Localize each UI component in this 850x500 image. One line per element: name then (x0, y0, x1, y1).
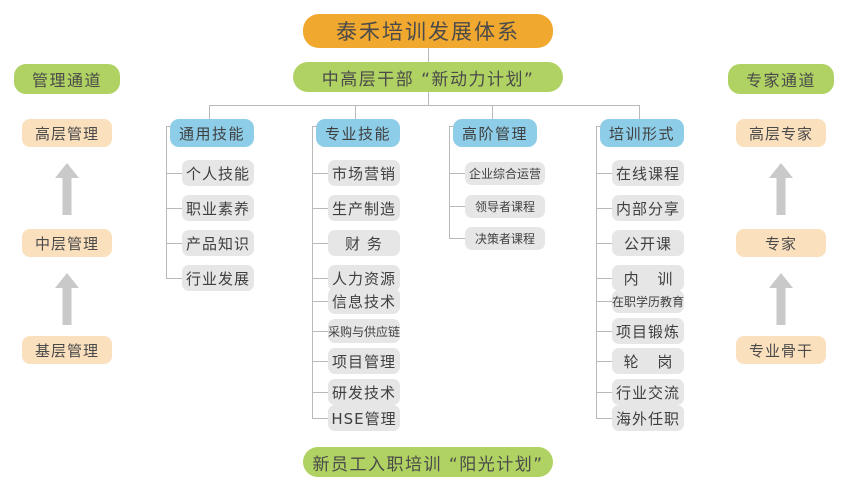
connector-program-down (428, 92, 429, 105)
leaf-item[interactable]: 研发技术 (328, 379, 400, 405)
connector-col3-head-stub (596, 126, 601, 127)
connector-col1-item-8 (312, 418, 328, 419)
connector-title-to-program (428, 48, 429, 62)
connector-col1-item-2 (312, 243, 328, 244)
leaf-item[interactable]: 市场营销 (328, 160, 400, 186)
leaf-item[interactable]: 轮 岗 (612, 348, 684, 374)
connector-col0-item-1 (166, 208, 182, 209)
leaf-item[interactable]: 行业发展 (182, 265, 254, 291)
column-head-2[interactable]: 高阶管理 (453, 119, 537, 147)
leaf-item[interactable]: 职业素养 (182, 195, 254, 221)
connector-bus-to-col1 (209, 105, 210, 119)
connector-col0-item-0 (166, 173, 182, 174)
leaf-item[interactable]: 项目管理 (328, 348, 400, 374)
connector-col2-trunk (449, 126, 450, 238)
bottom-banner: 新员工入职培训 “阳光计划” (303, 447, 553, 477)
left-channel-head: 管理通道 (14, 64, 120, 94)
leaf-item[interactable]: 产品知识 (182, 230, 254, 256)
column-head-0[interactable]: 通用技能 (170, 119, 254, 147)
right-channel-level-0: 高层专家 (736, 119, 826, 147)
leaf-item[interactable]: 财 务 (328, 230, 400, 256)
column-head-3[interactable]: 培训形式 (600, 119, 684, 147)
connector-col3-item-6 (596, 361, 612, 362)
connector-bus-to-col3 (492, 105, 493, 119)
leaf-item[interactable]: 信息技术 (328, 288, 400, 314)
left-channel-level-1: 中层管理 (22, 229, 112, 257)
connector-col3-item-1 (596, 208, 612, 209)
connector-col1-item-4 (312, 301, 328, 302)
connector-col1-item-3 (312, 278, 328, 279)
connector-col2-item-1 (449, 206, 465, 207)
title-banner: 泰禾培训发展体系 (303, 14, 553, 48)
leaf-item[interactable]: 在职学历教育 (612, 290, 684, 313)
connector-col0-trunk (166, 126, 167, 278)
leaf-item[interactable]: 决策者课程 (465, 227, 545, 250)
connector-col3-item-4 (596, 301, 612, 302)
connector-col3-trunk (596, 126, 597, 418)
connector-col1-item-1 (312, 208, 328, 209)
leaf-item[interactable]: 个人技能 (182, 160, 254, 186)
connector-col2-item-2 (449, 238, 465, 239)
connector-col2-head-stub (449, 126, 454, 127)
connector-main-bus (209, 105, 639, 106)
leaf-item[interactable]: 内 训 (612, 265, 684, 291)
connector-col3-item-2 (596, 243, 612, 244)
connector-col3-item-3 (596, 278, 612, 279)
column-head-1[interactable]: 专业技能 (316, 119, 400, 147)
right-channel-head: 专家通道 (728, 64, 834, 94)
connector-col1-head-stub (312, 126, 317, 127)
program-banner: 中高层干部 “新动力计划” (293, 62, 563, 92)
connector-col1-item-5 (312, 331, 328, 332)
leaf-item[interactable]: 采购与供应链 (328, 319, 400, 343)
leaf-item[interactable]: 人力资源 (328, 265, 400, 291)
leaf-item[interactable]: 生产制造 (328, 195, 400, 221)
up-arrow-icon (756, 163, 806, 215)
left-channel-level-0: 高层管理 (22, 119, 112, 147)
leaf-item[interactable]: HSE管理 (328, 405, 400, 431)
connector-col1-item-6 (312, 361, 328, 362)
left-channel-level-2: 基层管理 (22, 336, 112, 364)
leaf-item[interactable]: 公开课 (612, 230, 684, 256)
leaf-item[interactable]: 内部分享 (612, 195, 684, 221)
leaf-item[interactable]: 行业交流 (612, 379, 684, 405)
connector-col1-item-0 (312, 173, 328, 174)
connector-bus-to-col4 (639, 105, 640, 119)
right-channel-level-2: 专业骨干 (736, 336, 826, 364)
connector-col3-item-0 (596, 173, 612, 174)
connector-col0-item-3 (166, 278, 182, 279)
leaf-item[interactable]: 海外任职 (612, 405, 684, 431)
connector-col3-item-7 (596, 392, 612, 393)
connector-bus-to-col2 (355, 105, 356, 119)
leaf-item[interactable]: 领导者课程 (465, 195, 545, 218)
right-channel-level-1: 专家 (736, 229, 826, 257)
leaf-item[interactable]: 企业综合运营 (465, 162, 545, 185)
connector-col3-item-5 (596, 331, 612, 332)
up-arrow-icon (42, 163, 92, 215)
leaf-item[interactable]: 项目锻炼 (612, 318, 684, 344)
connector-col0-item-2 (166, 243, 182, 244)
connector-col0-head-stub (166, 126, 171, 127)
up-arrow-icon (42, 273, 92, 325)
connector-col3-item-8 (596, 418, 612, 419)
connector-col1-item-7 (312, 392, 328, 393)
connector-col2-item-0 (449, 173, 465, 174)
up-arrow-icon (756, 273, 806, 325)
leaf-item[interactable]: 在线课程 (612, 160, 684, 186)
connector-col1-trunk (312, 126, 313, 418)
